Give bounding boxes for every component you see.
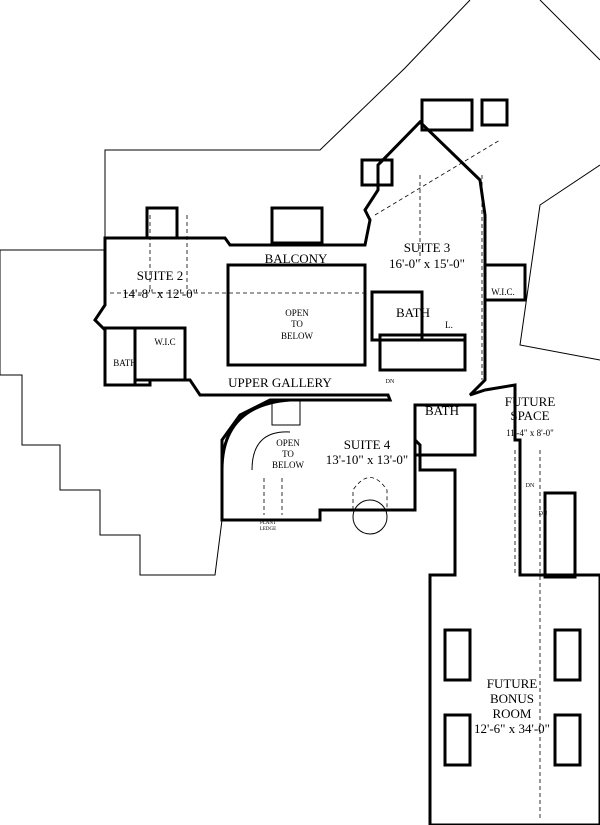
suite4-name: SUITE 4 xyxy=(344,437,391,452)
future-space-size: 11'-4" x 8'-0" xyxy=(506,428,554,438)
plant-ledge-line1: PLANT xyxy=(260,521,276,526)
bonus-room-line2: BONUS xyxy=(490,691,534,706)
balcony-label: BALCONY xyxy=(265,251,328,266)
bonus-room-line3: ROOM xyxy=(492,706,531,721)
room-labels: SUITE 2 14'-8" x 12'-0" BALCONY OPEN TO … xyxy=(113,240,555,736)
bonus-room-size: 12'-6" x 34'-0" xyxy=(474,721,550,736)
bay-window xyxy=(352,499,388,535)
bonus-room-line1: FUTURE xyxy=(487,676,538,691)
suite3-size: 16'-0" x 15'-0" xyxy=(389,256,465,271)
open-below-2-line3: BELOW xyxy=(272,460,304,470)
spiral-staircase xyxy=(220,398,301,471)
upper-gallery-label: UPPER GALLERY xyxy=(228,375,332,390)
suite2-wic: W.I.C xyxy=(154,337,175,347)
suite2-bath: BATH xyxy=(113,358,137,368)
suite4-bath: BATH xyxy=(425,403,459,418)
future-space-line1: FUTURE xyxy=(505,394,556,409)
ceiling-lines xyxy=(110,139,541,820)
suite3-bath: BATH xyxy=(396,305,430,320)
suite2-name: SUITE 2 xyxy=(137,268,184,283)
suite3-wic: W.I.C. xyxy=(491,287,514,297)
suite2-size: 14'-8" x 12'-0" xyxy=(122,286,198,301)
stair-dn-2: DN xyxy=(526,483,535,489)
future-space-line2: SPACE xyxy=(510,408,549,423)
linen-label: L. xyxy=(445,320,453,330)
stair-dn-3: DN xyxy=(539,511,548,517)
walls xyxy=(93,98,600,825)
open-below-1-line3: BELOW xyxy=(281,331,313,341)
open-below-2-line1: OPEN xyxy=(276,438,300,448)
plant-ledge-line2: LEDGE xyxy=(260,527,276,532)
stair-dn-1: DN xyxy=(386,379,395,385)
open-below-1-line1: OPEN xyxy=(285,308,309,318)
suite4-size: 13'-10" x 13'-0" xyxy=(326,452,408,467)
open-below-1-line2: TO xyxy=(291,319,303,329)
suite3-name: SUITE 3 xyxy=(404,240,451,255)
open-below-2-line2: TO xyxy=(282,449,294,459)
